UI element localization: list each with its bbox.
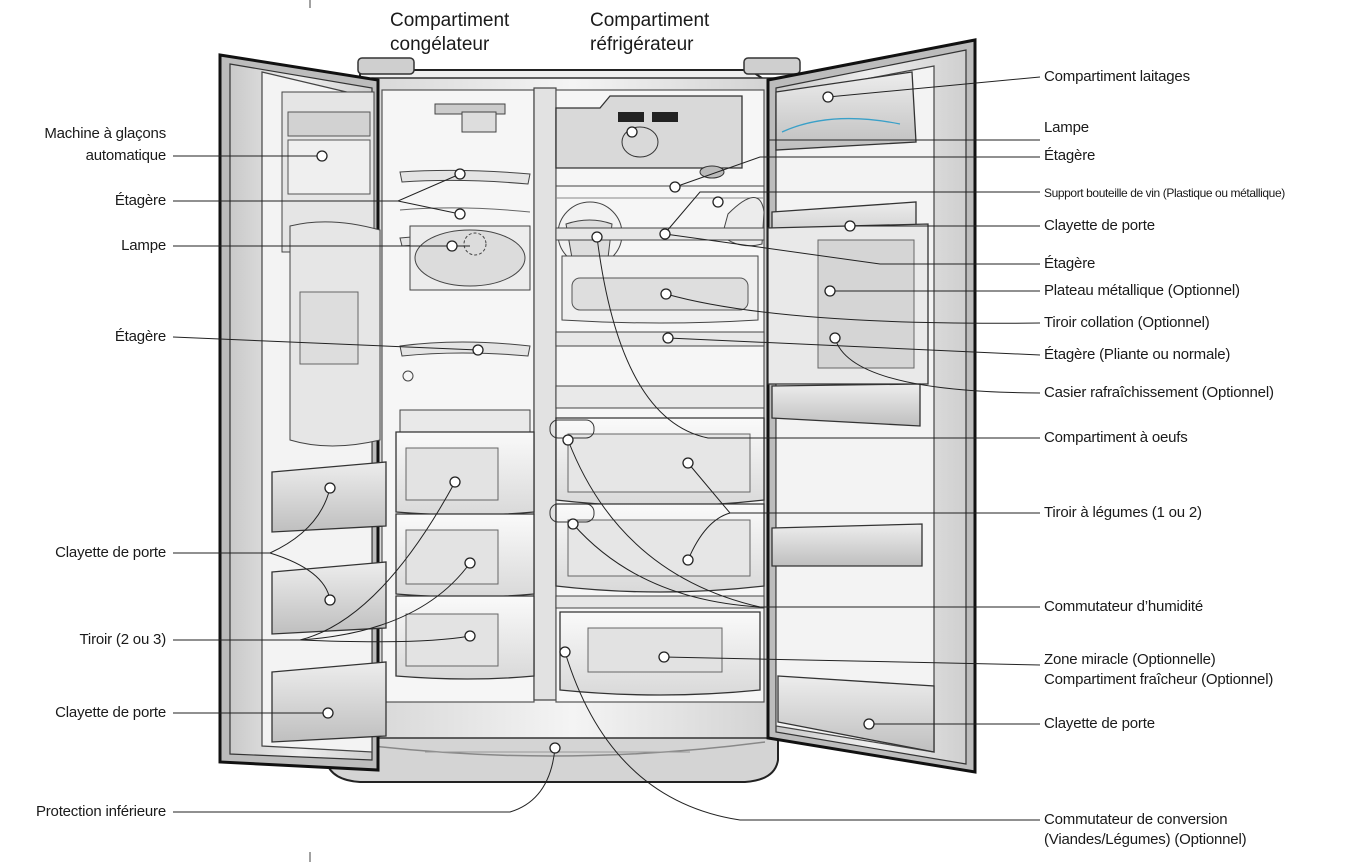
fridge-parts: [549, 95, 765, 696]
label-conversion-switch-line1: Commutateur de conversion: [1044, 811, 1228, 828]
label-lamp-right: Lampe: [1044, 119, 1089, 136]
label-egg-box: Compartiment à oeufs: [1044, 429, 1188, 446]
label-wine-rack: Support bouteille de vin (Plastique ou m…: [1044, 186, 1285, 200]
label-door-bin-left-2: Clayette de porte: [55, 704, 166, 721]
label-snack-drawer: Tiroir collation (Optionnel): [1044, 314, 1210, 331]
label-door-bin-left-1: Clayette de porte: [55, 544, 166, 561]
fridge-header-line1: Compartiment: [590, 10, 710, 31]
label-door-bin-right-2: Clayette de porte: [1044, 715, 1155, 732]
label-ice-maker-line1: Machine à glaçons: [44, 125, 166, 142]
right-door: [766, 38, 977, 774]
label-lamp-left: Lampe: [121, 237, 166, 254]
label-shelf-left-2: Étagère: [114, 328, 166, 345]
label-humidity-switch: Commutateur d’humidité: [1044, 598, 1204, 615]
label-conversion-switch-line2: (Viandes/Légumes) (Optionnel): [1044, 831, 1247, 848]
label-shelf-right-3: Étagère (Pliante ou normale): [1044, 346, 1231, 363]
leader-lines: [172, 76, 1041, 821]
label-shelf-right-2: Étagère: [1044, 255, 1096, 272]
freezer-header-line1: Compartiment: [390, 10, 510, 31]
freezer-header-line2: congélateur: [390, 34, 490, 55]
label-shelf-left-1: Étagère: [114, 192, 166, 209]
fridge-header-line2: réfrigérateur: [590, 34, 694, 55]
label-drawer: Tiroir (2 ou 3): [79, 631, 167, 648]
label-cool-bin: Casier rafraîchissement (Optionnel): [1044, 384, 1274, 401]
label-bottom-cover: Protection inférieure: [35, 803, 166, 820]
label-miracle-zone-line2: Compartiment fraîcheur (Optionnel): [1044, 671, 1274, 688]
label-vegetable-drawer: Tiroir à légumes (1 ou 2): [1044, 504, 1202, 521]
left-door: [218, 53, 387, 772]
label-metal-tray: Plateau métallique (Optionnel): [1044, 282, 1240, 299]
bottom-cover: [325, 734, 779, 783]
label-shelf-right-1: Étagère: [1044, 147, 1096, 164]
callout-dots: [316, 91, 875, 754]
label-miracle-zone-line1: Zone miracle (Optionnelle): [1044, 651, 1216, 668]
label-door-bin-right-1: Clayette de porte: [1044, 217, 1155, 234]
label-dairy: Compartiment laitages: [1044, 68, 1190, 85]
label-ice-maker-line2: automatique: [85, 147, 167, 164]
